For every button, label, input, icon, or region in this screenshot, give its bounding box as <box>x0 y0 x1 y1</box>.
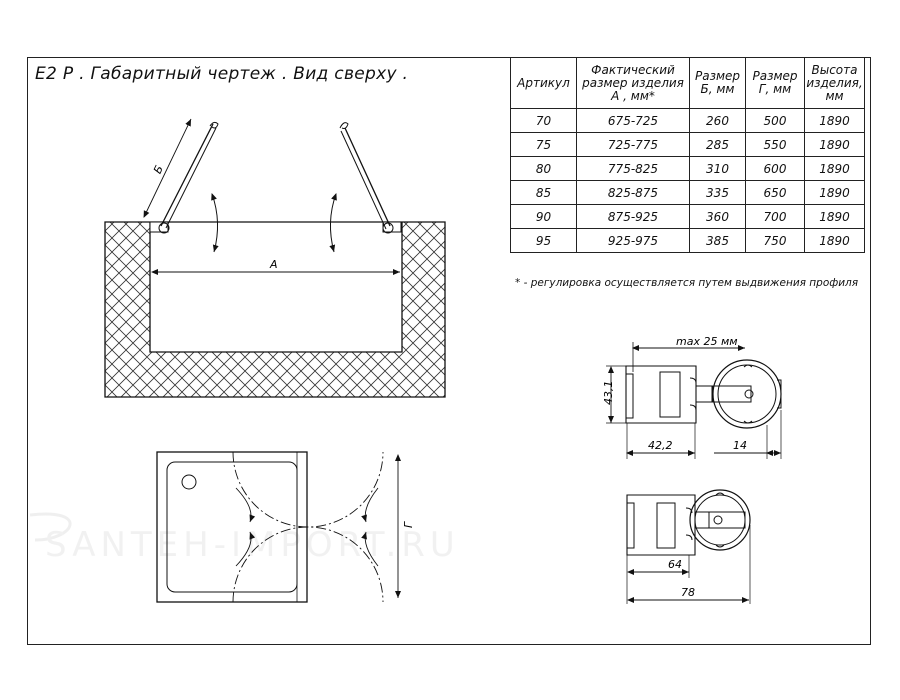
dim-14-label: 14 <box>733 439 747 452</box>
dimension-g-label: Г <box>402 521 415 528</box>
cell-height: 1890 <box>804 228 865 253</box>
table-row: 75 725-775 285 550 1890 <box>510 132 865 157</box>
drawing-title: E2 P . Габаритный чертеж . Вид сверху . <box>35 64 409 84</box>
cell-size-b: 285 <box>689 132 746 157</box>
cell-height: 1890 <box>804 108 865 133</box>
table-row: 90 875-925 360 700 1890 <box>510 204 865 229</box>
tray-view: Г <box>156 451 415 603</box>
footnote: * - регулировка осуществляется путем выд… <box>515 277 859 289</box>
header-size-g: Размер Г, мм <box>745 57 805 109</box>
cell-article: 90 <box>510 204 577 229</box>
profile-detail-bottom: 64 78 <box>626 489 751 604</box>
cell-article: 80 <box>510 156 577 181</box>
size-table: Артикул Фактический размер изделия А , м… <box>510 57 865 253</box>
cell-size-g: 650 <box>745 180 805 205</box>
table-row: 70 675-725 260 500 1890 <box>510 108 865 133</box>
table-row: 95 925-975 385 750 1890 <box>510 228 865 253</box>
cell-height: 1890 <box>804 156 865 181</box>
header-size-b: Размер Б, мм <box>689 57 746 109</box>
dimension-b-label: Б <box>151 163 166 175</box>
cell-height: 1890 <box>804 180 865 205</box>
profile-detail-top: max 25 мм 43,1 42,2 14 <box>602 335 782 459</box>
dimension-a-label: А <box>269 258 278 271</box>
table-header-row: Артикул Фактический размер изделия А , м… <box>510 57 865 109</box>
cell-actual-size: 675-725 <box>576 108 690 133</box>
table-row: 80 775-825 310 600 1890 <box>510 156 865 181</box>
header-actual-size: Фактический размер изделия А , мм* <box>576 57 690 109</box>
cell-actual-size: 825-875 <box>576 180 690 205</box>
header-height: Высота изделия, мм <box>804 57 865 109</box>
cell-article: 70 <box>510 108 577 133</box>
dim-78-label: 78 <box>681 586 695 599</box>
drawing-frame <box>27 57 871 645</box>
cell-article: 95 <box>510 228 577 253</box>
max-25-label: max 25 мм <box>676 335 738 348</box>
cell-actual-size: 725-775 <box>576 132 690 157</box>
left-door-leaf: Б <box>143 118 219 253</box>
cell-size-b: 260 <box>689 108 746 133</box>
dim-64-label: 64 <box>668 558 682 571</box>
cell-actual-size: 875-925 <box>576 204 690 229</box>
cell-size-b: 385 <box>689 228 746 253</box>
dim-43-1-label: 43,1 <box>602 381 615 406</box>
header-article: Артикул <box>510 57 577 109</box>
right-door-leaf <box>329 122 402 253</box>
watermark: SANTEH-IMPORT.RU <box>29 512 455 565</box>
cell-article: 75 <box>510 132 577 157</box>
table-row: 85 825-875 335 650 1890 <box>510 180 865 205</box>
cell-size-g: 600 <box>745 156 805 181</box>
cell-height: 1890 <box>804 204 865 229</box>
dim-42-2-label: 42,2 <box>648 439 673 452</box>
cell-size-g: 700 <box>745 204 805 229</box>
top-view-plan: А Б <box>104 118 446 398</box>
cell-size-g: 750 <box>745 228 805 253</box>
